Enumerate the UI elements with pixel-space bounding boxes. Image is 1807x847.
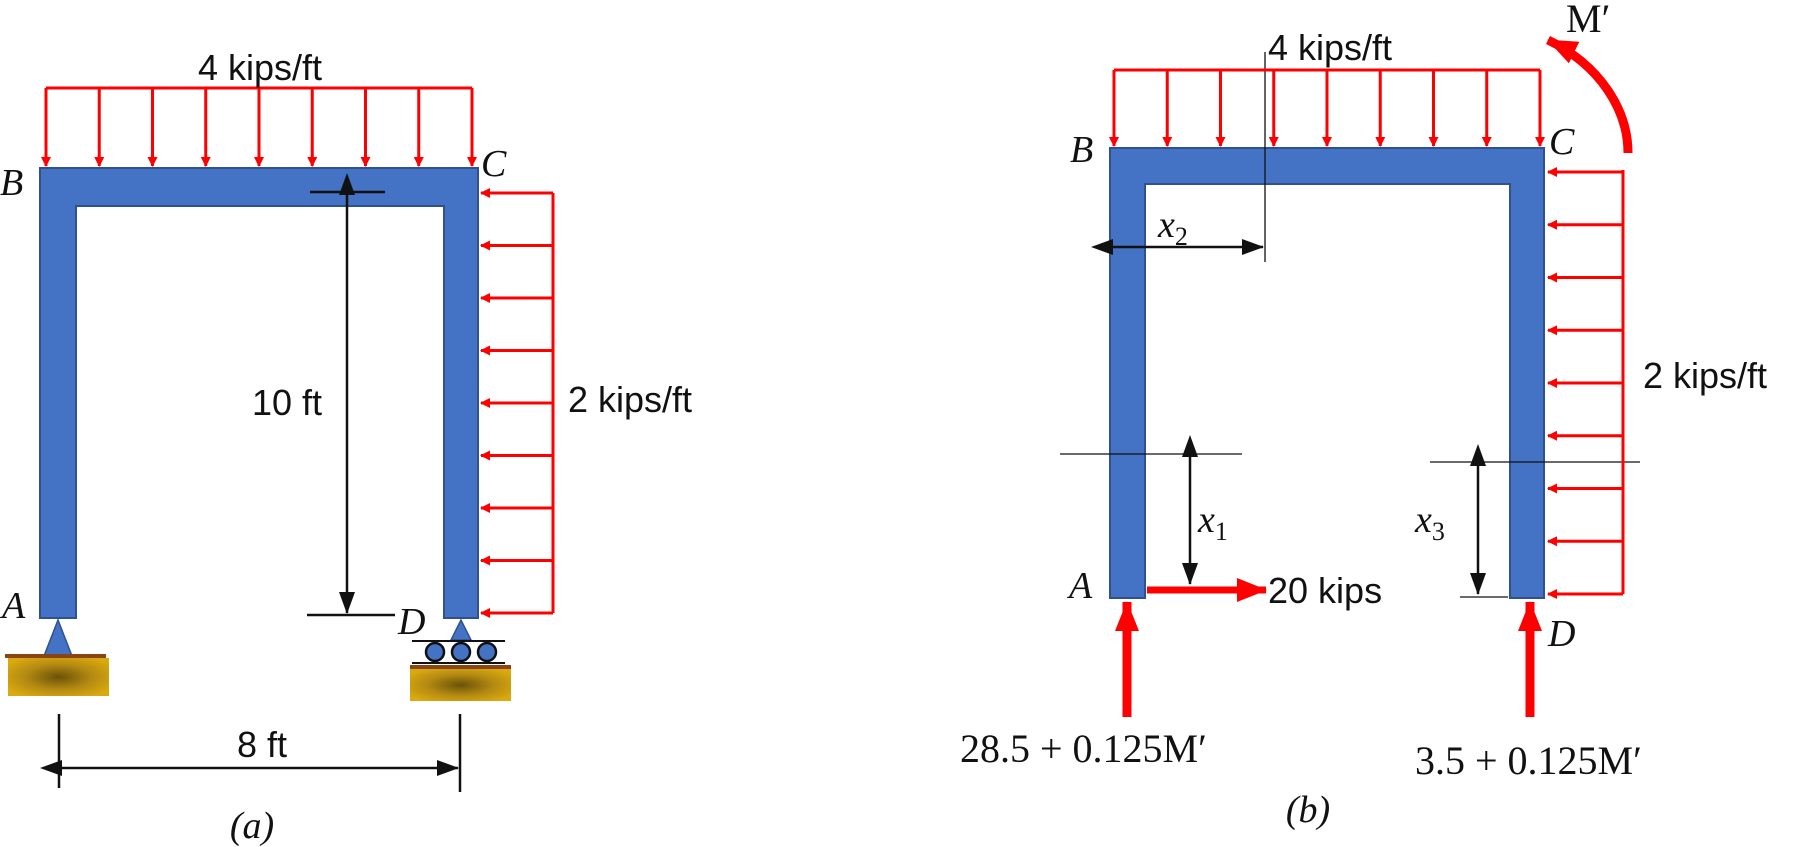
moment-label-b: M′ [1566, 0, 1610, 41]
side-load-label-a: 2 kips/ft [568, 379, 692, 420]
caption-a: (a) [230, 805, 274, 847]
figure-a: 4 kips/ft 2 kips/ft 10 ft [0, 47, 692, 847]
point-c-label-a: C [481, 143, 507, 185]
point-d-label-b: D [1547, 613, 1575, 655]
section-cuts-b [1060, 52, 1640, 598]
figure-b: 4 kips/ft M′ 2 kips/ft x2 x1 [960, 0, 1767, 831]
top-load-label-b: 4 kips/ft [1268, 27, 1392, 68]
x3-label-b: x3 [1414, 499, 1445, 546]
width-dimension-a [40, 714, 462, 792]
x1-label-b: x1 [1197, 499, 1228, 546]
roller-support-d [410, 618, 511, 701]
side-distributed-load-a [480, 188, 555, 618]
moment-arrow-b [1546, 35, 1633, 154]
side-distributed-load-b [1547, 167, 1625, 599]
height-dimension-a [307, 173, 395, 617]
top-distributed-load-a [41, 86, 477, 167]
point-b-label-b: B [1070, 129, 1093, 171]
caption-b: (b) [1286, 789, 1330, 831]
x2-label-b: x2 [1157, 204, 1188, 251]
reaction-a-label-b: 28.5 + 0.125M′ [960, 726, 1207, 771]
width-dim-label-a: 8 ft [237, 724, 287, 765]
point-b-label-a: B [0, 162, 23, 204]
horizontal-reaction-label-b: 20 kips [1268, 570, 1382, 611]
top-distributed-load-b [1109, 68, 1545, 147]
reaction-d-label-b: 3.5 + 0.125M′ [1415, 738, 1642, 783]
frame-a [39, 167, 479, 619]
pin-support-a [5, 617, 109, 696]
height-dim-label-a: 10 ft [252, 382, 322, 423]
top-load-label-a: 4 kips/ft [198, 47, 322, 88]
point-a-label-a: A [0, 585, 26, 627]
point-d-label-a: D [397, 601, 425, 643]
point-c-label-b: C [1549, 121, 1575, 163]
frame-b [1109, 147, 1545, 599]
side-load-label-b: 2 kips/ft [1643, 355, 1767, 396]
point-a-label-b: A [1066, 565, 1093, 607]
